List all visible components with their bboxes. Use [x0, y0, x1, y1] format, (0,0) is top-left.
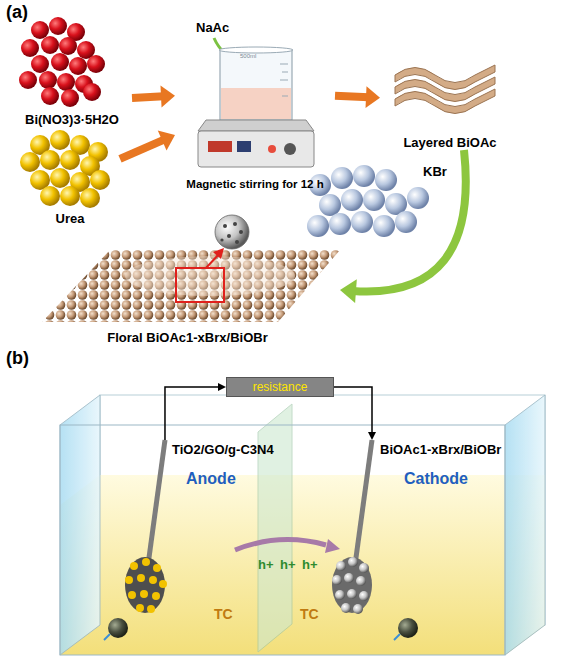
bismuth-nitrate-spheres	[19, 17, 105, 107]
reagent-node: Urea	[20, 130, 120, 226]
flow-connector	[334, 387, 376, 440]
arrowhead	[218, 383, 226, 391]
arrowhead	[340, 279, 357, 303]
connector-line	[132, 96, 164, 98]
cathode-electrode	[332, 440, 372, 614]
annotation-label: 500ml	[240, 53, 256, 59]
reagent-node: Bi(NO3)3·5H2O	[12, 15, 132, 127]
electrode-node: BiOAc1-xBrx/BiOBr	[360, 440, 510, 580]
node-label: Magnetic stirring for 12 h	[155, 178, 355, 190]
annotation-label: h+	[258, 557, 274, 572]
product-node: Layered BiOAc	[380, 55, 520, 150]
annotation-label: h+	[280, 557, 296, 572]
migration-arrowhead	[325, 539, 340, 553]
flow-connector	[340, 150, 466, 303]
flow-connector	[165, 383, 226, 440]
node-label: KBr	[423, 164, 447, 179]
connector-line	[334, 387, 372, 434]
node-label: resistance	[227, 380, 333, 394]
annotation-label: (b)	[6, 348, 29, 369]
anode-electrode	[125, 440, 167, 613]
floral-plate	[42, 215, 340, 322]
node-label: TiO2/GO/g-C3N4	[172, 442, 274, 457]
annotation-label: TC	[214, 606, 233, 622]
layered-sheets	[395, 65, 495, 114]
annotation-label: h+	[302, 557, 318, 572]
node-label: BiOAc1-xBrx/BiOBr	[380, 442, 501, 457]
annotation-label: Cathode	[404, 470, 468, 488]
arrowhead	[160, 85, 175, 107]
node-label: Layered BiOAc	[360, 135, 540, 150]
connector-line	[335, 96, 369, 98]
reagent-node: KBr	[305, 160, 445, 245]
arrowhead	[366, 86, 380, 108]
connector-line	[120, 139, 165, 158]
node-label: Urea	[0, 211, 140, 226]
node-label: Bi(NO3)3·5H2O	[0, 112, 152, 127]
magnetic-stirrer	[198, 47, 314, 167]
kbr-spheres	[307, 165, 429, 237]
urea-spheres	[20, 130, 110, 208]
flow-connector	[335, 86, 380, 108]
reactor-tank	[60, 395, 545, 655]
flow-connector	[120, 130, 175, 158]
annotation-label: TC	[300, 606, 319, 622]
pollutant-particles	[104, 618, 418, 640]
product-node: Floral BiOAc1-xBrx/BiOBr	[35, 245, 340, 345]
annotation-label: NaAc	[196, 20, 229, 35]
resistor-box: resistance	[226, 377, 334, 397]
flow-connector	[132, 85, 175, 107]
process-node: Magnetic stirring for 12 h	[175, 45, 335, 190]
arrowhead	[158, 130, 175, 150]
annotation-label: Anode	[186, 470, 236, 488]
node-label: Floral BiOAc1-xBrx/BiOBr	[15, 330, 360, 345]
connector-line	[165, 387, 220, 440]
migration-arrow	[235, 540, 326, 550]
connector-line	[353, 150, 466, 291]
annotation-label: (a)	[6, 2, 28, 23]
arrowhead	[368, 432, 376, 440]
